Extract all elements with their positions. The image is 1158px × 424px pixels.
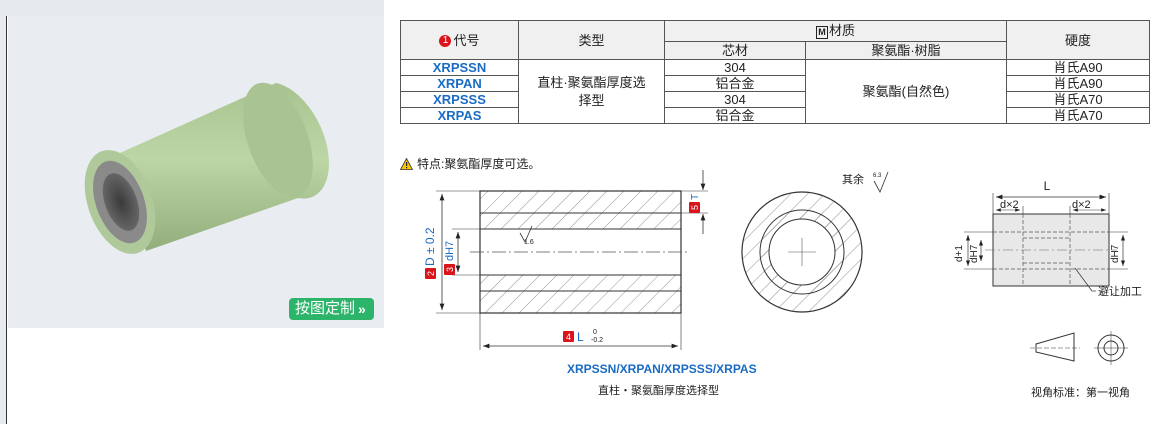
top-strip: [0, 0, 384, 16]
warning-icon: [400, 157, 413, 170]
projection-symbol-icon: [1030, 331, 1128, 365]
side-dx2-right: d×2: [1072, 199, 1091, 211]
custom-order-label: 按图定制: [295, 300, 356, 317]
header-type: 类型: [518, 20, 665, 60]
dim-dH7-label: dH7: [444, 241, 456, 261]
side-d-plus-1: d+1: [954, 245, 965, 262]
table-row: XRPSSN 直柱·聚氨酯厚度选择型 304 聚氨酯(自然色) 肖氏A90: [400, 59, 1151, 124]
section-view: [436, 170, 708, 350]
double-chevron-right-icon: »: [358, 301, 366, 317]
core-cell: 铝合金: [664, 75, 806, 92]
side-view: [964, 193, 1128, 292]
product-photo-panel: [8, 16, 384, 328]
code-cell[interactable]: XRPAS: [400, 107, 519, 124]
header-hardness: 硬度: [1006, 20, 1151, 60]
relief-label: 避让加工: [1098, 284, 1142, 298]
header-poly: 聚氨酯·树脂: [804, 41, 1008, 60]
custom-order-button[interactable]: 按图定制 »: [289, 298, 374, 320]
feature-note: 特点:聚氨酯厚度可选。: [400, 155, 540, 172]
left-border: [6, 16, 7, 424]
feature-text: 特点:聚氨酯厚度可选。: [417, 157, 541, 171]
dim-L-label: L: [577, 330, 584, 344]
rest-roughness-value: 6.3: [873, 173, 882, 179]
badge-4-text: 4: [566, 332, 571, 342]
badge-5-icon: [689, 202, 700, 213]
dim-L-tol-upper: 0: [593, 329, 597, 336]
badge-2-icon: [425, 268, 436, 279]
table-row: XRPAS 铝合金 肖氏A70: [400, 107, 1151, 124]
type-cell: 直柱·聚氨酯厚度选择型: [518, 59, 665, 124]
codes-caption: XRPSSN/XRPAN/XRPSSS/XRPAS: [567, 362, 757, 376]
dim-L-tol-lower: -0.2: [591, 337, 603, 344]
left-bar: [0, 0, 6, 424]
code-cell[interactable]: XRPSSN: [400, 59, 519, 76]
hardness-cell: 肖氏A70: [1006, 107, 1151, 124]
side-dx2-left: d×2: [1000, 199, 1019, 211]
material-badge-icon: M: [816, 25, 828, 39]
badge-1-icon: 1: [439, 35, 452, 48]
dim-T-label: T: [690, 194, 701, 200]
poly-cell: 聚氨酯(自然色): [804, 59, 1008, 124]
badge-4-icon: [563, 331, 574, 342]
dim-D-label: D ± 0.2: [423, 227, 437, 266]
end-view: [741, 171, 889, 313]
badge-2-text: 2: [426, 271, 436, 276]
side-dH7-right: dH7: [1110, 244, 1121, 263]
roughness-value: 1.6: [524, 239, 534, 246]
name-caption: 直柱・聚氨酯厚度选择型: [598, 385, 719, 397]
rest-roughness-label: 其余: [842, 172, 864, 186]
core-cell: 铝合金: [664, 107, 806, 124]
side-dH7-left: dH7: [969, 244, 980, 263]
view-standard-caption: 视角标准：第一视角: [1031, 387, 1130, 399]
badge-5-text: 5: [690, 205, 700, 210]
side-L-label: L: [1044, 179, 1051, 193]
table-row: XRPSSS 304 肖氏A70: [400, 91, 1151, 108]
badge-3-text: 3: [445, 267, 455, 272]
badge-3-icon: [444, 264, 455, 275]
product-render: [84, 82, 329, 254]
